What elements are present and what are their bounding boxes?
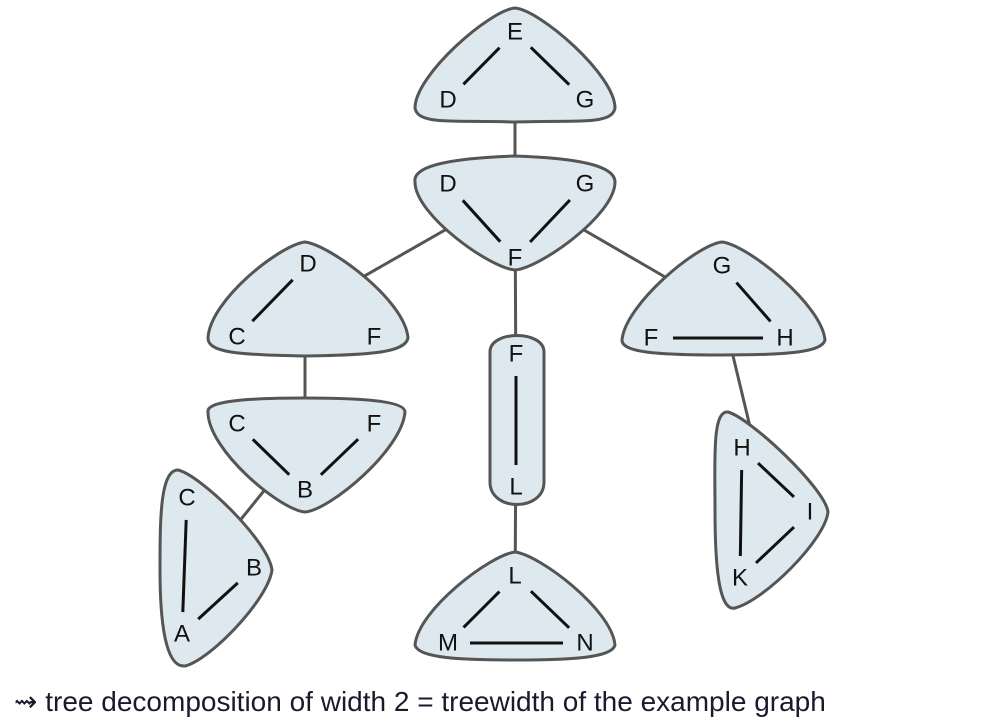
- bag-cba: C B A: [158, 468, 274, 668]
- vertex-label-D: D: [439, 87, 456, 114]
- vertex-label-L: L: [508, 563, 521, 590]
- vertex-label-C: C: [228, 411, 245, 438]
- bag-dge: E D G: [413, 6, 617, 124]
- vertex-label-G: G: [576, 171, 595, 198]
- bag-hik-shape: [713, 410, 830, 610]
- graph-edge-F-B: [319, 438, 360, 476]
- caption: ⇝ tree decomposition of width 2 = treewi…: [14, 685, 979, 718]
- bag-dge-shape: [413, 6, 617, 124]
- bag-cba-shape: [158, 468, 274, 668]
- bag-fl: FL: [488, 334, 546, 506]
- vertex-label-I: I: [807, 499, 814, 526]
- bag-gfh: G F H: [620, 240, 827, 357]
- bag-dgf: D G F: [413, 154, 617, 272]
- vertex-label-F: F: [508, 245, 523, 272]
- squiggle-arrow-icon: ⇝: [14, 686, 38, 717]
- graph-edge-H-K: [738, 469, 744, 557]
- vertex-label-H: H: [776, 325, 793, 352]
- graph-edge-C-A: [181, 519, 188, 613]
- vertex-label-F: F: [644, 325, 659, 352]
- graph-edge-L-N: [529, 590, 571, 629]
- graph-edge-L-M: [462, 590, 501, 629]
- vertex-label-N: N: [576, 630, 593, 657]
- bag-dcf-shape: [206, 240, 410, 358]
- vertex-label-E: E: [507, 19, 523, 46]
- graph-edge-G-H: [735, 281, 772, 323]
- vertex-label-H: H: [733, 435, 750, 462]
- vertex-label-L: L: [509, 474, 522, 501]
- bag-dgf-shape: [413, 154, 617, 272]
- bag-hik: H I K: [713, 410, 830, 610]
- bag-dcf: D C F: [206, 240, 410, 358]
- bag-cfb-shape: [206, 396, 407, 514]
- graph-edge-I-K: [754, 526, 796, 564]
- vertex-label-D: D: [299, 251, 316, 278]
- vertex-label-C: C: [228, 324, 245, 351]
- graph-edge-C-B: [251, 438, 291, 476]
- vertex-label-G: G: [576, 87, 595, 114]
- graph-edge-B-A: [197, 581, 239, 621]
- bag-lmn-shape: [413, 550, 617, 662]
- vertex-label-B: B: [297, 477, 313, 504]
- vertex-label-F: F: [509, 341, 524, 368]
- vertex-label-C: C: [178, 485, 195, 512]
- caption-text: tree decomposition of width 2 = treewidt…: [45, 686, 826, 717]
- graph-edge-E-D: [462, 46, 501, 86]
- vertex-label-B: B: [246, 555, 262, 582]
- vertex-label-G: G: [713, 253, 732, 280]
- vertex-label-M: M: [438, 630, 458, 657]
- vertex-label-F: F: [367, 411, 382, 438]
- graph-edge-D-F: [461, 199, 502, 243]
- bag-lmn: L M N: [413, 550, 617, 662]
- vertex-label-K: K: [732, 565, 748, 592]
- vertex-label-F: F: [367, 324, 382, 351]
- graph-edge-D-C: [251, 278, 294, 323]
- graph-edge-E-G: [529, 46, 571, 86]
- vertex-label-D: D: [439, 171, 456, 198]
- bag-cfb: C F B: [206, 396, 407, 514]
- graph-edge-G-F: [529, 198, 571, 244]
- bag-gfh-shape: [620, 240, 827, 357]
- vertex-label-A: A: [174, 621, 190, 648]
- graph-edge-H-I: [756, 461, 796, 499]
